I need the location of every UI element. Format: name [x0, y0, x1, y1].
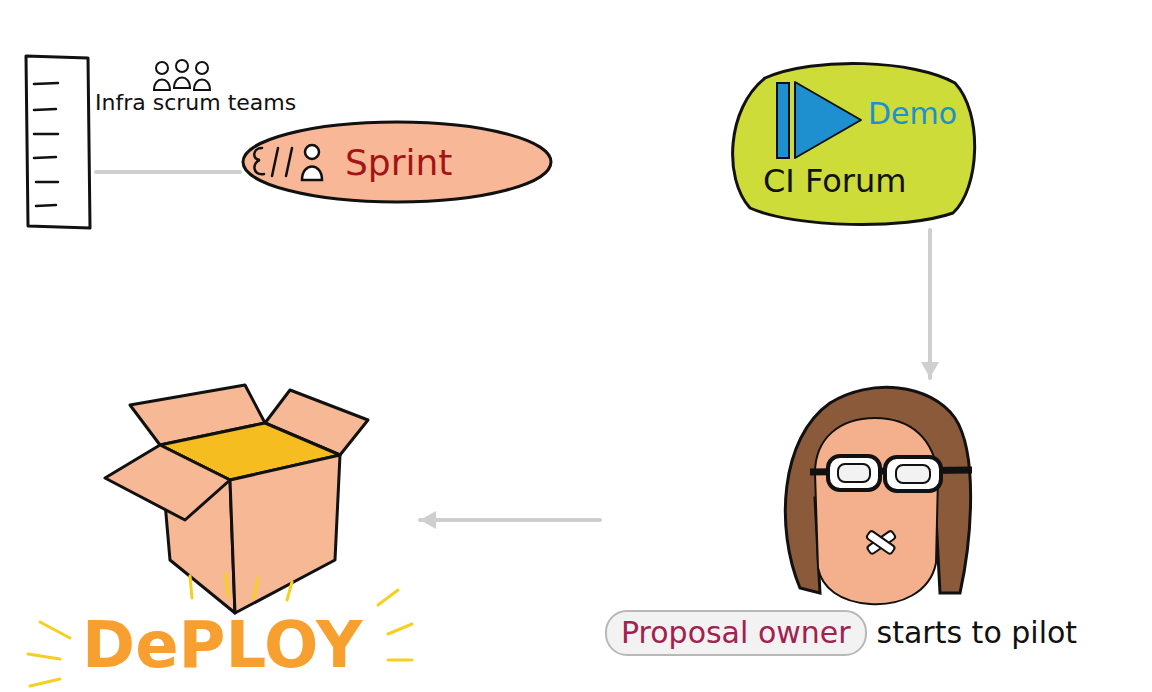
diagram-node: Proposal owner starts to pilot: [600, 378, 1145, 688]
flow-connector: [420, 511, 600, 529]
arrow-head: [420, 511, 436, 529]
text-row: Proposal owner starts to pilot: [605, 610, 1077, 656]
diagram-node: DePLOY: [20, 375, 420, 687]
deploy-label: DePLOY: [82, 607, 362, 684]
connector-line: [928, 230, 932, 378]
demo-label: Demo: [868, 96, 957, 132]
document-icon: [20, 52, 96, 232]
diagram-node: Infra scrum teams: [20, 52, 96, 232]
forum-blob: [725, 58, 980, 230]
sprint-label: Sprint: [345, 141, 452, 184]
flow-connector: [96, 172, 240, 173]
connector-line: [420, 518, 600, 522]
connector-line: [96, 170, 240, 174]
arrow-head: [921, 362, 939, 378]
flow-connector: [921, 230, 939, 378]
pilot-head: [785, 387, 972, 604]
forum-label: CI Forum: [763, 162, 906, 200]
team-icon: [154, 60, 210, 90]
team-label: Infra scrum teams: [95, 90, 296, 116]
diagram-node: Sprint: [240, 120, 555, 205]
owner-pill: Proposal owner: [605, 610, 867, 656]
diagram-node: Demo CI Forum: [725, 58, 980, 230]
open-box: [105, 385, 368, 613]
glow-rays: [28, 574, 412, 686]
pilot-label: starts to pilot: [877, 615, 1078, 651]
